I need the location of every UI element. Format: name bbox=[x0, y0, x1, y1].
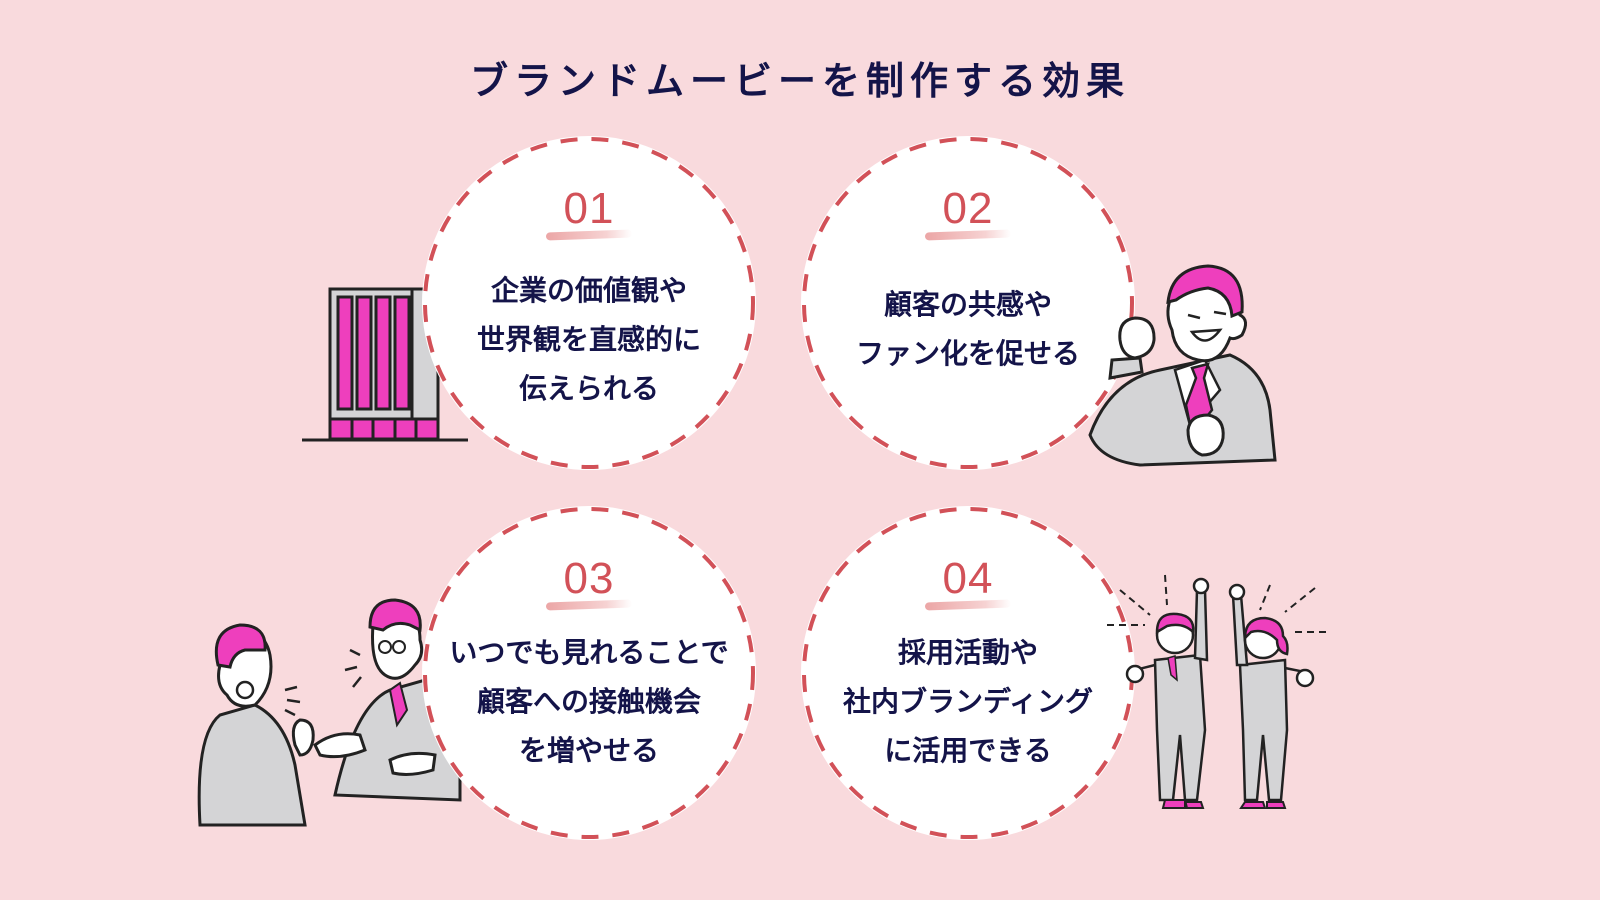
dashed-circle-border bbox=[423, 137, 755, 469]
two-employees-cheering-icon bbox=[1107, 574, 1327, 809]
description-line: 企業の価値観や bbox=[490, 274, 687, 307]
businessman-fist-pump-icon bbox=[1088, 264, 1277, 467]
description-line: 顧客の共感や bbox=[883, 288, 1052, 321]
effect-number: 01 bbox=[563, 184, 615, 233]
dashed-circle-border bbox=[802, 137, 1134, 469]
description-line: 採用活動や bbox=[897, 636, 1038, 669]
effect-description: 企業の価値観や 世界観を直感的に 伝えられる bbox=[422, 266, 756, 413]
effect-description: 顧客の共感や ファン化を促せる bbox=[801, 280, 1135, 378]
description-line: 世界観を直感的に bbox=[476, 323, 701, 356]
description-line: に活用できる bbox=[884, 734, 1052, 767]
description-line: 伝えられる bbox=[518, 372, 659, 405]
effect-number: 02 bbox=[942, 184, 994, 233]
description-line: いつでも見れることで bbox=[449, 636, 729, 669]
effect-description: 採用活動や 社内ブランディング に活用できる bbox=[801, 628, 1135, 775]
effect-description: いつでも見れることで 顧客への接触機会 を増やせる bbox=[422, 628, 756, 775]
description-line: を増やせる bbox=[518, 734, 659, 767]
description-line: 社内ブランディング bbox=[842, 685, 1094, 718]
effect-card-01: 01 企業の価値観や 世界観を直感的に 伝えられる bbox=[422, 136, 756, 470]
effect-card-04: 04 採用活動や 社内ブランディング に活用できる bbox=[801, 506, 1135, 840]
page-title: ブランドムービーを制作する効果 bbox=[469, 59, 1130, 103]
dashed-circle-border bbox=[423, 507, 755, 839]
effect-number: 04 bbox=[942, 554, 994, 603]
effect-card-03: 03 いつでも見れることで 顧客への接触機会 を増やせる bbox=[422, 506, 756, 840]
effect-card-02: 02 顧客の共感や ファン化を促せる bbox=[801, 136, 1135, 470]
description-line: ファン化を促せる bbox=[855, 337, 1080, 370]
description-line: 顧客への接触機会 bbox=[476, 685, 701, 718]
effect-number: 03 bbox=[563, 554, 615, 603]
building-icon bbox=[302, 287, 468, 442]
